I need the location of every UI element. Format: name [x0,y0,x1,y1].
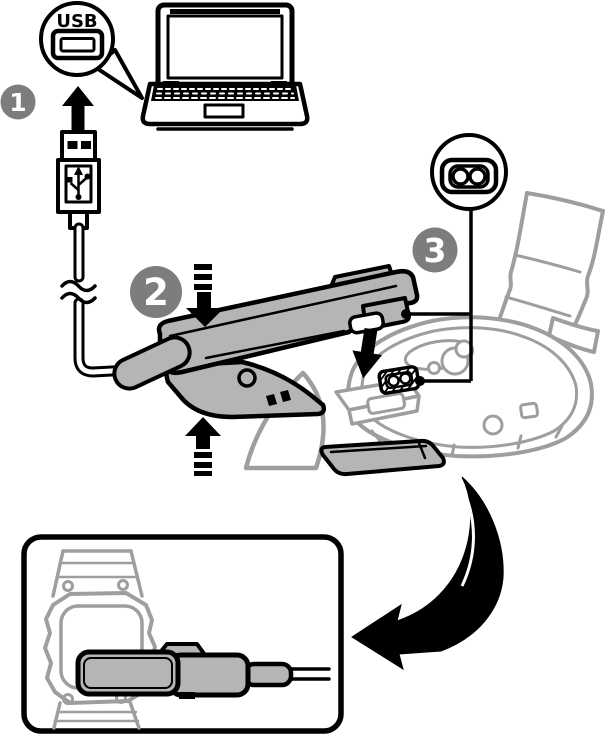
press-up-arrow-icon [185,417,221,476]
usb-trident-icon [67,166,91,200]
inset-strap-bottom [52,692,141,730]
inset-cable [288,667,331,681]
watch-strap-bottom [319,438,446,477]
step-3-number: 3 [424,231,447,270]
leader-lines [406,209,473,383]
inset-strap-top [51,549,144,598]
contact-callout [430,133,508,211]
usb-port-icon [50,28,105,61]
step-2-number: 2 [143,271,169,314]
clip-cable-boot [112,335,192,391]
curved-arrow-icon [351,476,504,671]
inset-clip-boot [242,661,294,688]
inset-clip-rear-body [167,652,251,698]
leader-dot-upper [401,309,411,319]
up-arrow-icon [62,86,94,131]
step-1-number: 1 [9,88,26,117]
step-1-badge: 1 [0,84,36,120]
usb-callout: USB [39,1,144,100]
charge-terminal [377,365,421,395]
step-2-badge: 2 [130,266,182,318]
charge-contacts-icon [439,157,499,195]
inset-clip-foot [179,692,195,699]
clip-lower-jaw [164,359,327,420]
clip-body [156,268,420,375]
step-3-badge: 3 [412,227,458,273]
case-seams [370,401,564,458]
watch [243,191,605,477]
inset-panel [21,534,344,734]
usb-cable [60,222,136,378]
press-down-arrow-icon [186,264,224,327]
inset-clip [75,642,331,699]
leader-dot-lower [415,376,425,386]
usb-label: USB [56,11,97,32]
usb-plug-icon [56,130,101,230]
laptop-icon [140,2,310,131]
insert-arrow-icon [352,327,383,379]
inset-clip-front-body [75,649,181,697]
cable-break-icon [60,279,97,305]
